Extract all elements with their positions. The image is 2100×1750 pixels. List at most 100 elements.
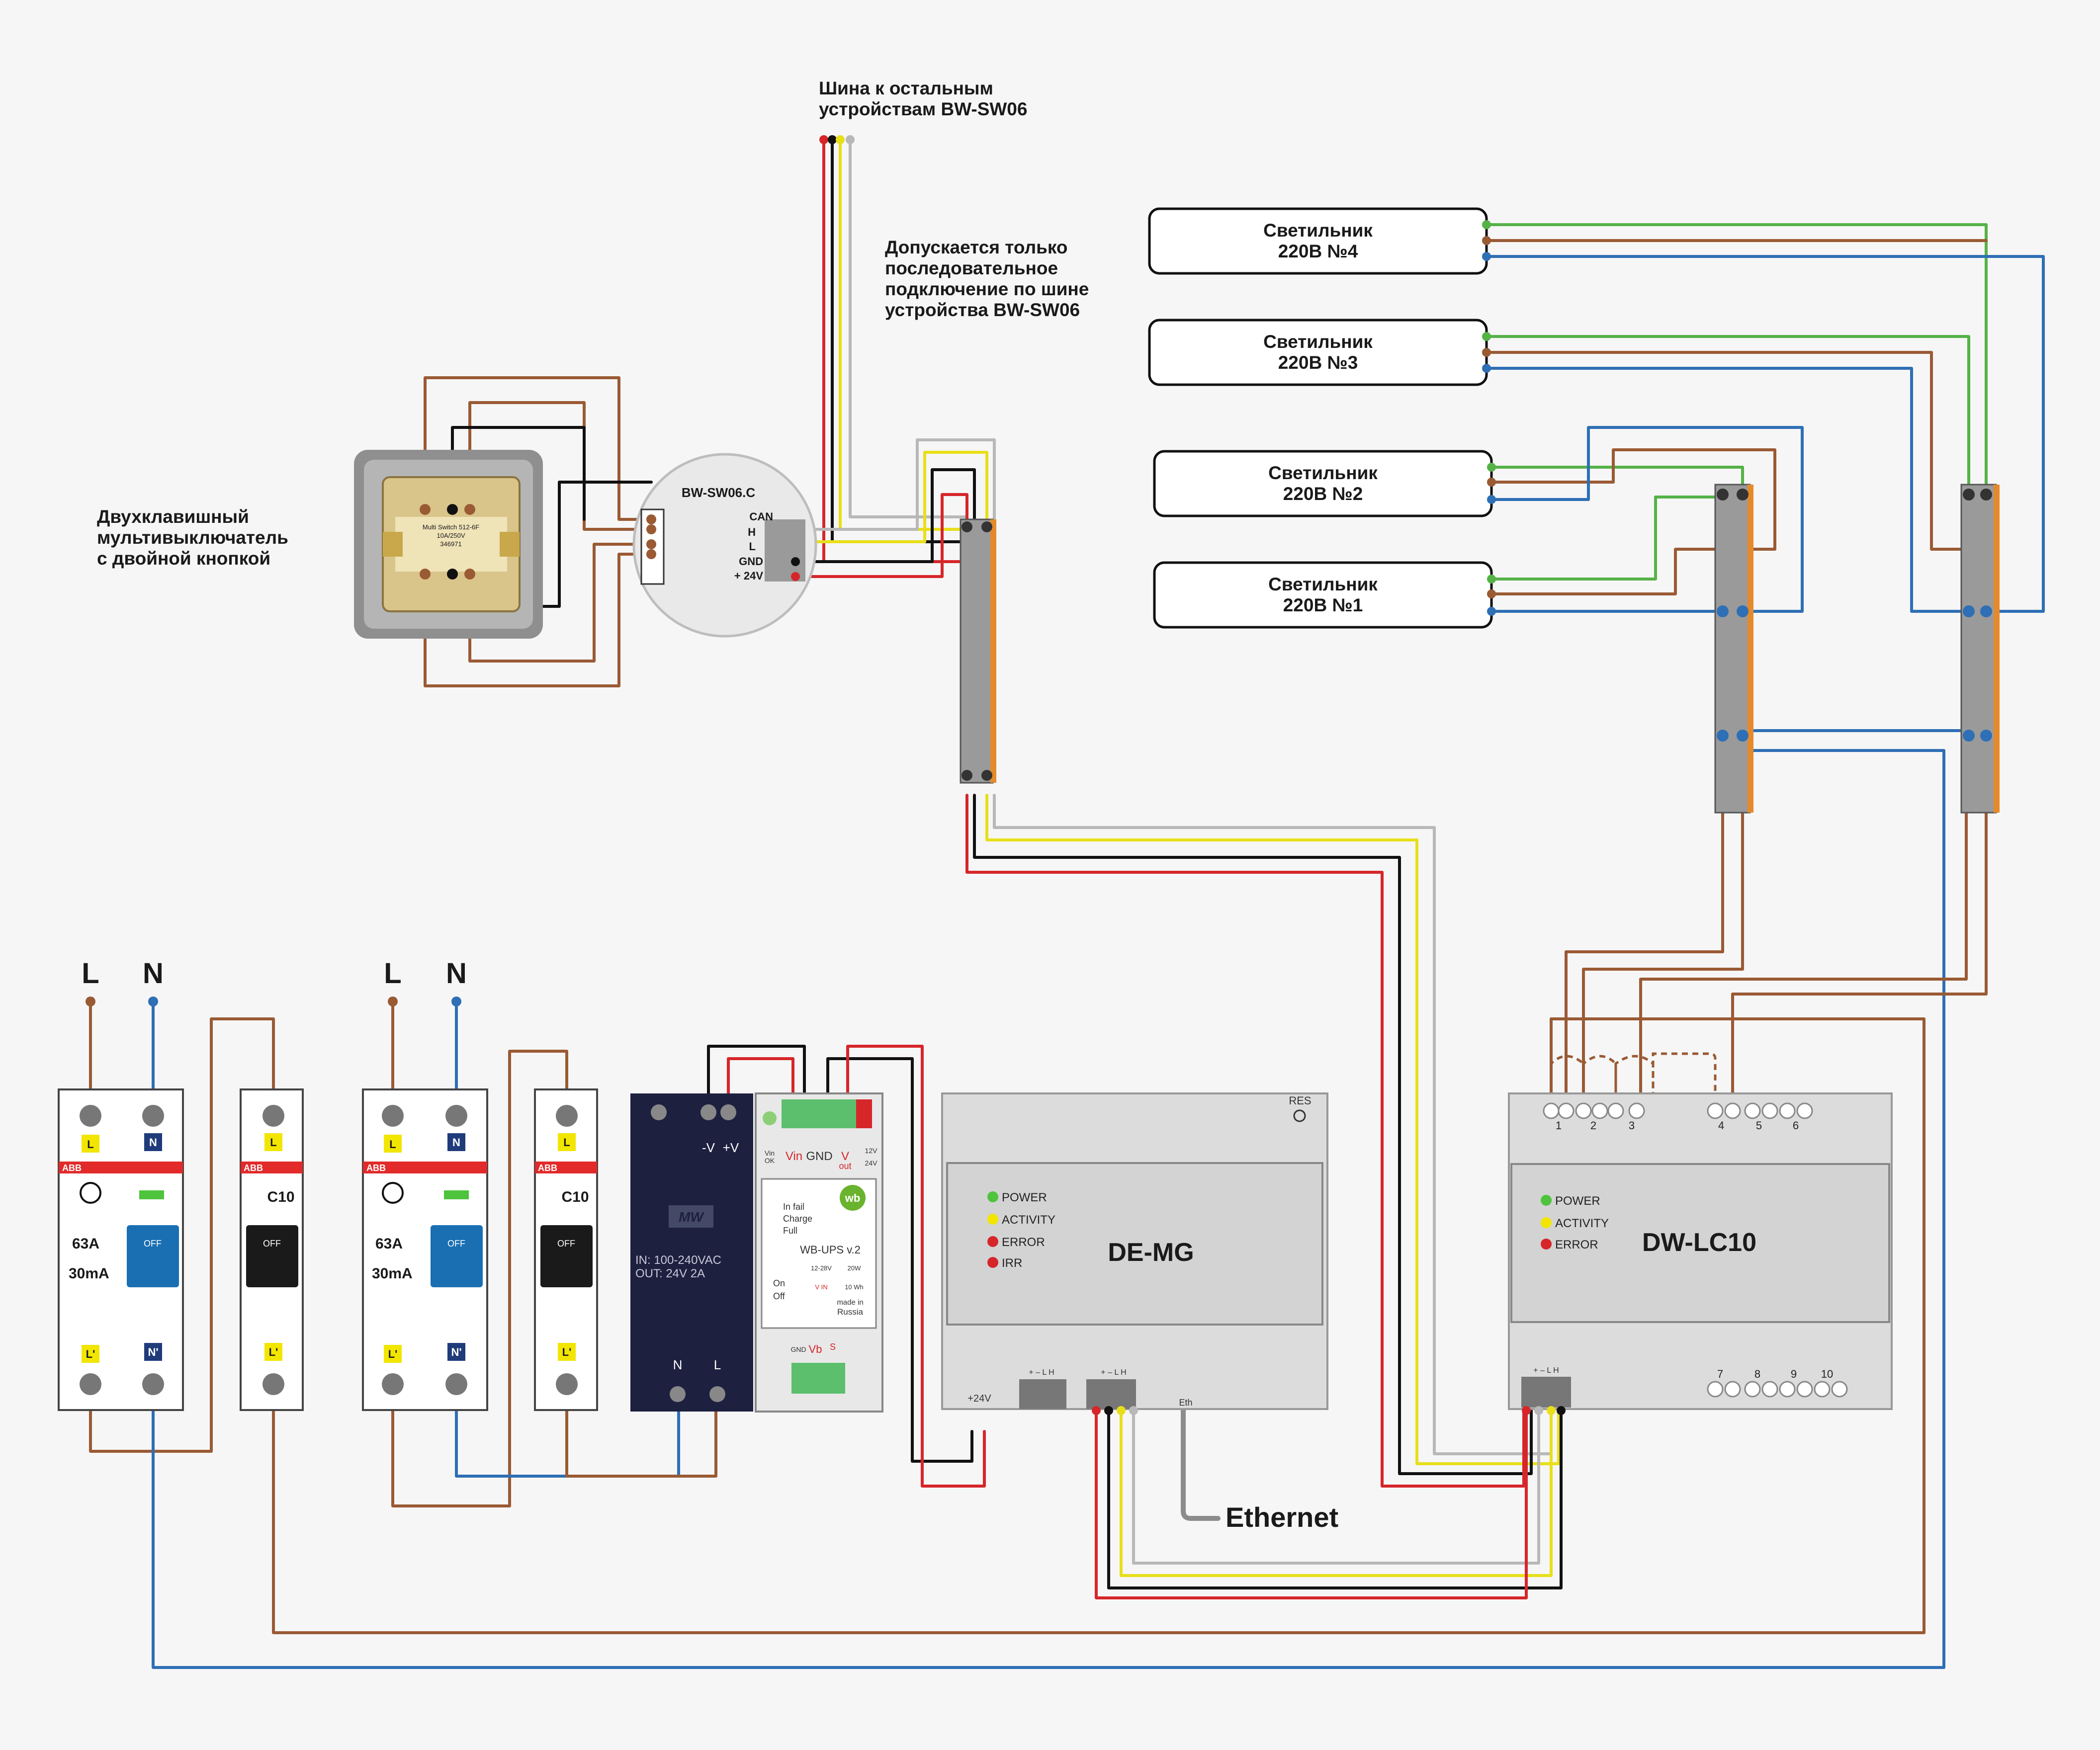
svg-text:Eth: Eth (1179, 1398, 1192, 1408)
ups-module: Vin OK Vin GND V out 12V 24V wb In fail … (755, 1092, 883, 1413)
svg-text:10A/250V: 10A/250V (437, 532, 465, 539)
svg-text:ACTIVITY: ACTIVITY (1002, 1213, 1055, 1227)
svg-text:RES: RES (1289, 1094, 1311, 1107)
svg-text:Светильник: Светильник (1263, 332, 1373, 352)
svg-text:C10: C10 (267, 1189, 294, 1205)
svg-text:2: 2 (1590, 1119, 1596, 1132)
svg-text:DE-MG: DE-MG (1108, 1238, 1194, 1267)
svg-text:12V: 12V (865, 1147, 878, 1155)
svg-text:последовательное: последовательное (885, 258, 1058, 278)
svg-text:Шина к остальным: Шина к остальным (819, 78, 993, 98)
wires (89, 135, 2045, 1669)
terminal-block-right-1 (1714, 484, 1753, 814)
svg-text:+ 24V: + 24V (734, 570, 763, 582)
bus-dots (819, 135, 855, 144)
de-mg-module: RES POWER ACTIVITY ERROR IRR DE-MG +24V … (941, 1092, 1328, 1415)
svg-text:Russia: Russia (837, 1307, 864, 1317)
svg-text:63A: 63A (72, 1236, 99, 1252)
svg-text:N: N (149, 1136, 157, 1149)
svg-text:220В №1: 220В №1 (1283, 595, 1363, 615)
svg-text:346971: 346971 (440, 540, 461, 548)
rcd-2: ABB L N 63A 30mA OFF L' N' (362, 1088, 488, 1411)
svg-text:L': L' (388, 1348, 398, 1360)
psu-meanwell: -V +V MW IN: 100-240VAC OUT: 24V 2A N L (630, 1093, 753, 1412)
rcd-1: ABB L N 63A 30mA OFF L' N' (58, 1088, 184, 1411)
svg-text:Светильник: Светильник (1263, 220, 1373, 241)
terminal-block-bus (960, 518, 996, 784)
svg-text:L': L' (562, 1346, 572, 1358)
svg-text:Multi Switch 512-6F: Multi Switch 512-6F (423, 523, 479, 531)
breaker-1: ABB L C10 OFF L' (240, 1088, 304, 1411)
svg-text:-V: -V (702, 1140, 715, 1155)
svg-text:Светильник: Светильник (1268, 574, 1378, 594)
svg-text:Off: Off (773, 1291, 786, 1301)
svg-text:5: 5 (1756, 1119, 1762, 1132)
svg-text:Vb: Vb (809, 1343, 822, 1355)
wall-switch-icon: Multi Switch 512-6F 10A/250V 346971 (354, 450, 543, 639)
svg-text:L: L (749, 540, 756, 553)
svg-text:+ – L H: + – L H (1533, 1366, 1559, 1375)
svg-text:устройства BW-SW06: устройства BW-SW06 (885, 300, 1080, 320)
mains-l1: L (82, 957, 99, 990)
svg-text:OUT: 24V 2A: OUT: 24V 2A (635, 1267, 705, 1280)
bus-note: Шина к остальным устройствам BW-SW06 (819, 78, 1027, 119)
svg-text:12-28V: 12-28V (811, 1264, 832, 1272)
svg-text:L: L (714, 1357, 721, 1372)
breaker-2: ABB L C10 OFF L' (534, 1088, 598, 1411)
svg-text:7: 7 (1717, 1368, 1723, 1380)
svg-text:GND: GND (790, 1345, 806, 1353)
svg-text:ABB: ABB (366, 1163, 386, 1173)
svg-text:1: 1 (1556, 1119, 1562, 1132)
mains-l2: L (384, 957, 401, 990)
svg-text:DW-LC10: DW-LC10 (1642, 1228, 1756, 1257)
svg-text:BW-SW06.C: BW-SW06.C (682, 485, 755, 500)
svg-text:V: V (841, 1150, 849, 1163)
ethernet-label: Ethernet (1225, 1501, 1338, 1533)
lamp-3: Светильник 220В №3 (1148, 319, 1488, 386)
svg-text:N: N (452, 1136, 460, 1149)
bw-sw06-module: BW-SW06.C CAN H L GND + 24V (632, 453, 817, 638)
svg-text:IN: 100-240VAC: IN: 100-240VAC (635, 1253, 721, 1267)
svg-text:L': L' (86, 1348, 95, 1360)
lamp-terminal-dots (1482, 220, 1496, 616)
svg-text:In fail: In fail (783, 1202, 804, 1212)
svg-text:L: L (563, 1136, 570, 1149)
bus-wire-grey (849, 138, 968, 518)
terminal-block-right-2 (1960, 484, 2000, 814)
svg-text:220В №3: 220В №3 (1278, 352, 1358, 373)
svg-text:с двойной кнопкой: с двойной кнопкой (97, 548, 270, 569)
svg-text:wb: wb (845, 1192, 861, 1204)
svg-text:Двухклавишный: Двухклавишный (97, 506, 249, 527)
svg-text:3: 3 (1629, 1119, 1635, 1132)
svg-text:S: S (830, 1342, 836, 1352)
svg-text:CAN: CAN (749, 510, 773, 523)
svg-text:OFF: OFF (447, 1239, 465, 1249)
svg-text:10 Wh: 10 Wh (845, 1283, 864, 1291)
svg-text:made in: made in (837, 1298, 863, 1307)
svg-text:20W: 20W (848, 1264, 861, 1272)
svg-text:OFF: OFF (263, 1239, 281, 1249)
svg-text:4: 4 (1718, 1119, 1724, 1132)
svg-text:ACTIVITY: ACTIVITY (1555, 1217, 1609, 1230)
mains-n2: N (446, 957, 467, 990)
svg-text:+V: +V (723, 1140, 739, 1155)
svg-text:Допускается только: Допускается только (885, 237, 1067, 257)
svg-text:Charge: Charge (783, 1214, 812, 1224)
svg-text:N': N' (148, 1346, 158, 1358)
svg-text:L': L' (269, 1346, 278, 1358)
lamp-4: Светильник 220В №4 (1148, 207, 1488, 275)
svg-text:Светильник: Светильник (1268, 463, 1378, 483)
svg-text:L: L (270, 1136, 276, 1149)
svg-text:30mA: 30mA (69, 1265, 109, 1282)
mains-n1: N (143, 957, 164, 990)
svg-text:220В №2: 220В №2 (1283, 484, 1363, 504)
svg-text:подключение по шине: подключение по шине (885, 279, 1089, 299)
svg-text:63A: 63A (375, 1236, 403, 1252)
lamp-1: Светильник 220В №1 (1153, 561, 1493, 629)
svg-text:Vin: Vin (786, 1150, 802, 1163)
svg-text:мультивыключатель: мультивыключатель (97, 527, 288, 548)
svg-text:GND: GND (739, 555, 763, 568)
svg-text:L: L (87, 1138, 93, 1151)
svg-text:N: N (673, 1357, 683, 1372)
